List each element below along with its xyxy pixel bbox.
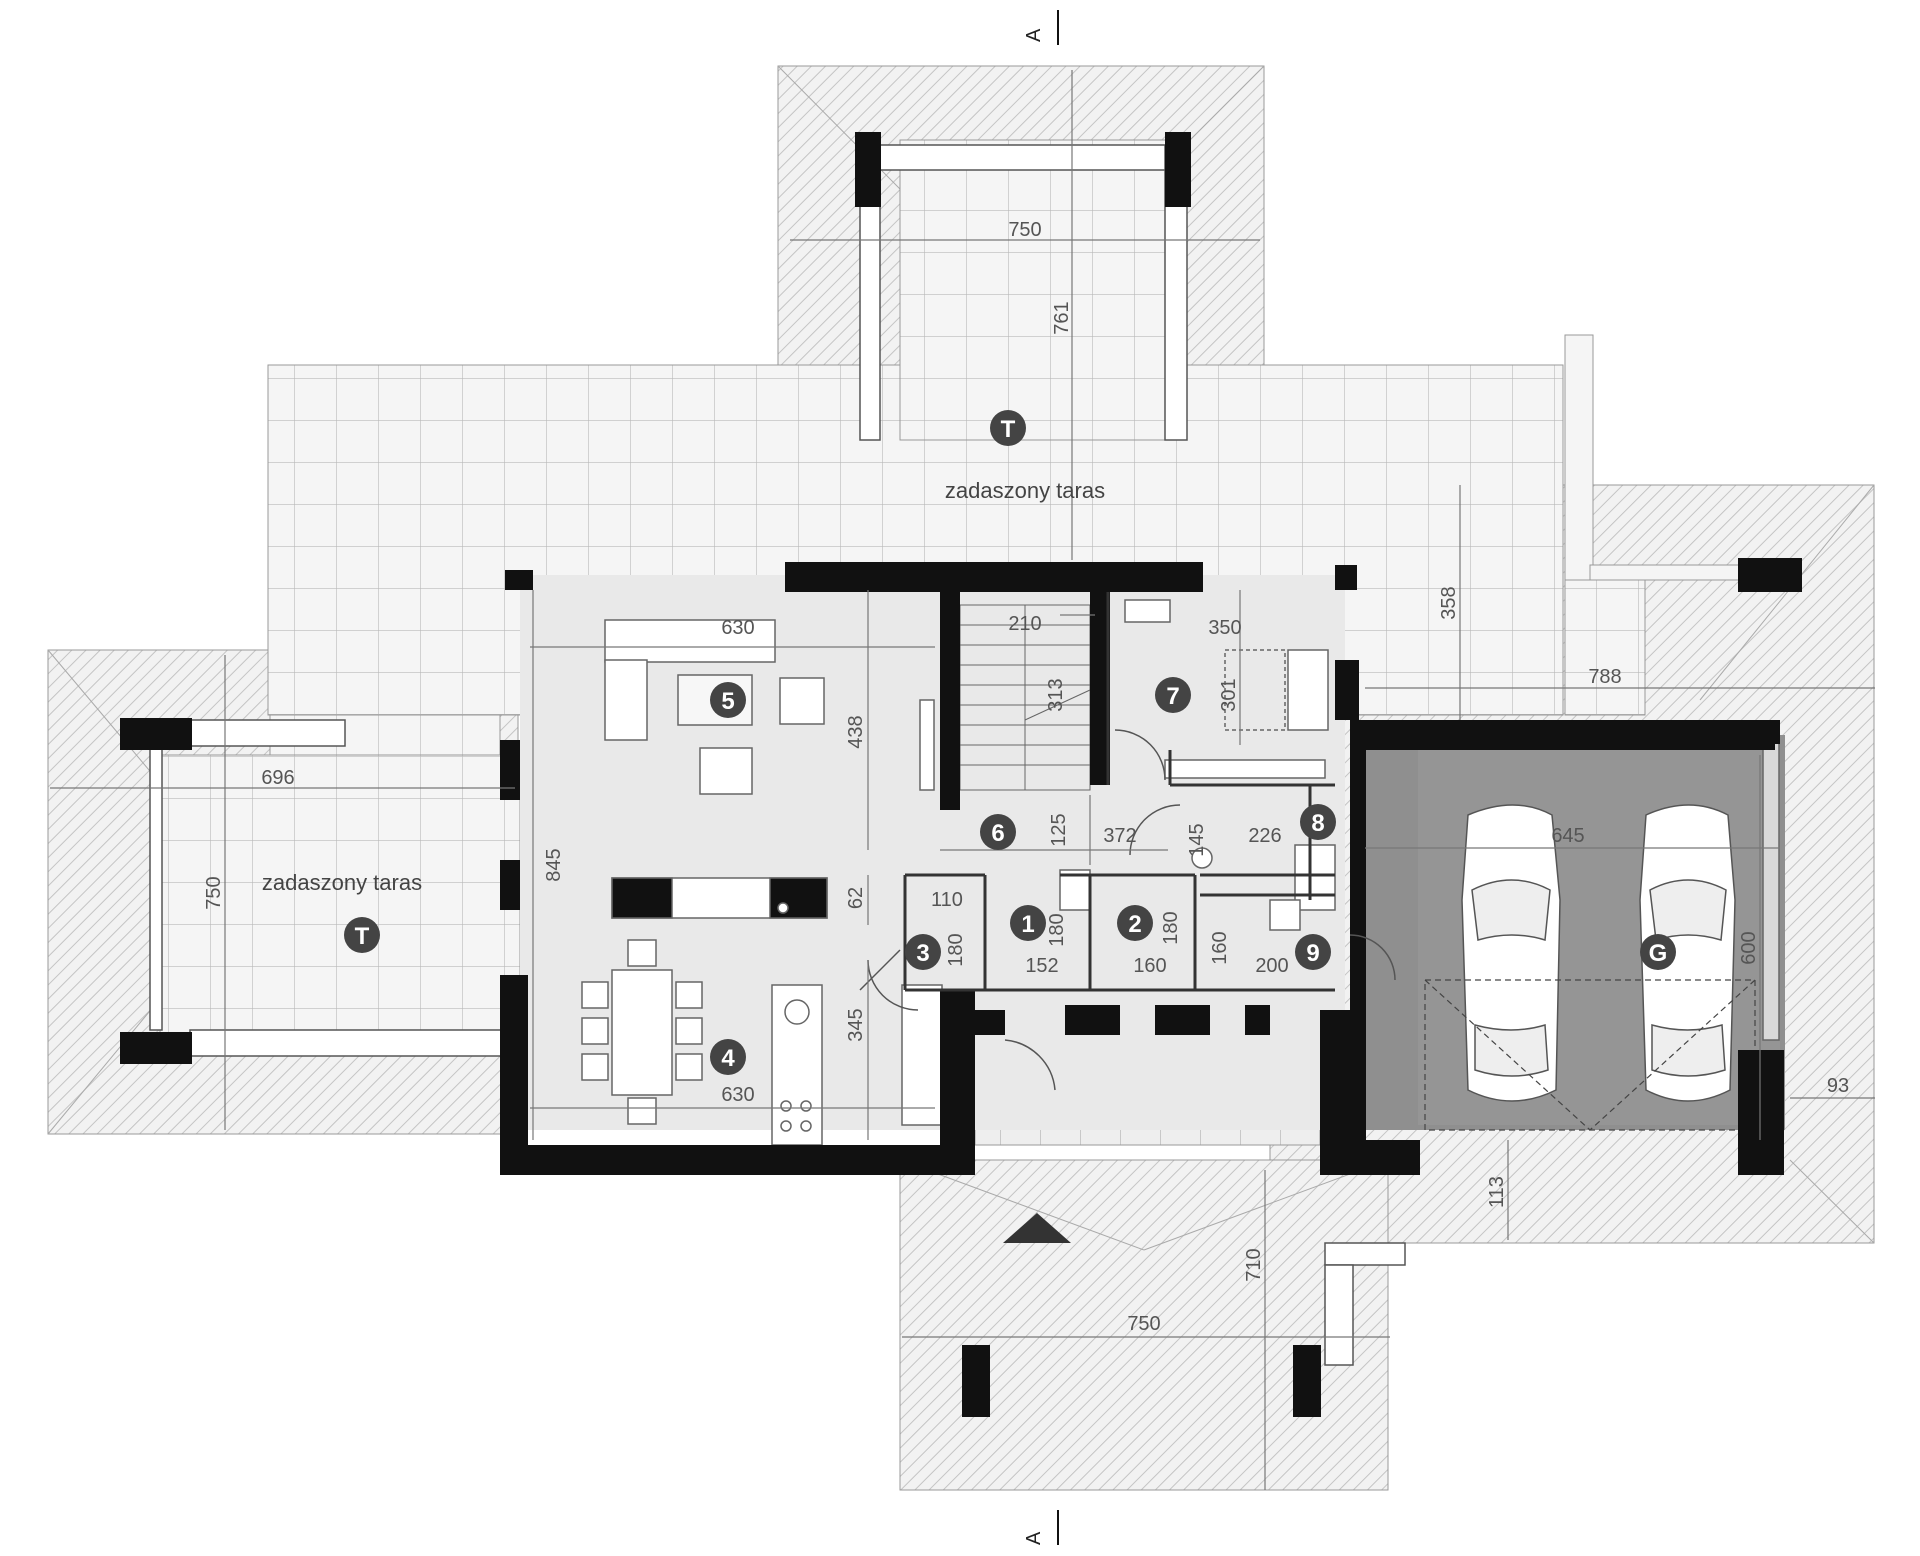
- svg-text:313: 313: [1045, 678, 1067, 711]
- dimension-labels: 750 761 358 788 696 750 630 438 845 62 3…: [203, 219, 1849, 1335]
- section-marker-top: A: [1023, 10, 1059, 45]
- svg-text:350: 350: [1208, 617, 1241, 639]
- room-badge-6: 6: [980, 814, 1016, 850]
- terrace-label-top: zadaszony taras: [945, 478, 1105, 503]
- svg-text:301: 301: [1218, 678, 1240, 711]
- svg-text:A: A: [1023, 1531, 1045, 1545]
- room-badge-2: 2: [1117, 905, 1153, 941]
- svg-text:345: 345: [845, 1008, 867, 1041]
- svg-text:750: 750: [203, 876, 225, 909]
- svg-text:7: 7: [1166, 683, 1179, 710]
- room-badge-3: 3: [905, 934, 941, 970]
- room-badge-1: 1: [1010, 905, 1046, 941]
- svg-text:372: 372: [1103, 825, 1136, 847]
- room-badge-8: 8: [1300, 804, 1336, 840]
- svg-text:226: 226: [1248, 825, 1281, 847]
- car-right: [1639, 804, 1736, 1102]
- svg-text:845: 845: [543, 848, 565, 881]
- svg-text:630: 630: [721, 617, 754, 639]
- svg-text:696: 696: [261, 767, 294, 789]
- svg-text:8: 8: [1311, 810, 1324, 837]
- partitions: [903, 592, 1335, 992]
- tv-unit: [919, 699, 935, 791]
- svg-text:145: 145: [1186, 823, 1208, 856]
- svg-text:T: T: [355, 923, 370, 950]
- svg-text:4: 4: [721, 1045, 735, 1072]
- dimension-lines: [50, 70, 1875, 1490]
- svg-text:3: 3: [916, 940, 929, 967]
- svg-text:200: 200: [1255, 955, 1288, 977]
- svg-text:160: 160: [1133, 955, 1166, 977]
- svg-text:438: 438: [845, 715, 867, 748]
- sofa: [1287, 649, 1329, 731]
- svg-text:160: 160: [1209, 931, 1231, 964]
- armchair: [779, 677, 825, 725]
- svg-text:152: 152: [1025, 955, 1058, 977]
- svg-text:600: 600: [1738, 931, 1760, 964]
- terrace-label-left: zadaszony taras: [262, 870, 422, 895]
- svg-text:645: 645: [1551, 825, 1584, 847]
- svg-text:750: 750: [1008, 219, 1041, 241]
- entrance-arrow: [1003, 1213, 1071, 1243]
- svg-text:93: 93: [1827, 1075, 1849, 1097]
- svg-text:G: G: [1649, 940, 1668, 967]
- svg-text:9: 9: [1306, 940, 1319, 967]
- svg-text:110: 110: [931, 889, 963, 911]
- svg-text:180: 180: [1046, 913, 1068, 946]
- svg-text:180: 180: [945, 933, 967, 966]
- door-swings: [859, 729, 1396, 1091]
- svg-text:A: A: [1023, 28, 1045, 42]
- svg-text:788: 788: [1588, 666, 1621, 688]
- svg-text:T: T: [1001, 416, 1016, 443]
- room-badge-9: 9: [1295, 934, 1331, 970]
- room-badges: 5 6 7 8 1 2 3 9 4 G T T: [344, 410, 1676, 1075]
- walls: [120, 132, 1802, 1417]
- car-left: [1461, 804, 1561, 1102]
- svg-text:62: 62: [845, 887, 867, 909]
- svg-text:630: 630: [721, 1084, 754, 1106]
- room-badge-5: 5: [710, 682, 746, 718]
- section-marker-bottom: A: [1023, 1510, 1059, 1545]
- svg-text:761: 761: [1051, 301, 1073, 334]
- svg-text:210: 210: [1008, 613, 1041, 635]
- svg-text:358: 358: [1438, 586, 1460, 619]
- svg-text:710: 710: [1243, 1248, 1265, 1281]
- armchair: [699, 747, 753, 795]
- svg-text:1: 1: [1021, 911, 1034, 938]
- room-badge-terrace-left: T: [344, 917, 380, 953]
- svg-text:5: 5: [721, 688, 734, 715]
- room-badge-garage: G: [1640, 934, 1676, 970]
- svg-text:125: 125: [1048, 813, 1070, 846]
- svg-text:2: 2: [1128, 911, 1141, 938]
- svg-text:750: 750: [1127, 1313, 1160, 1335]
- sofa: [604, 619, 776, 663]
- room-badge-7: 7: [1155, 677, 1191, 713]
- room-badge-terrace-top: T: [990, 410, 1026, 446]
- svg-text:180: 180: [1160, 911, 1182, 944]
- dining-table: [611, 969, 673, 1096]
- room-badge-4: 4: [710, 1039, 746, 1075]
- svg-text:6: 6: [991, 820, 1004, 847]
- svg-text:113: 113: [1486, 1176, 1508, 1208]
